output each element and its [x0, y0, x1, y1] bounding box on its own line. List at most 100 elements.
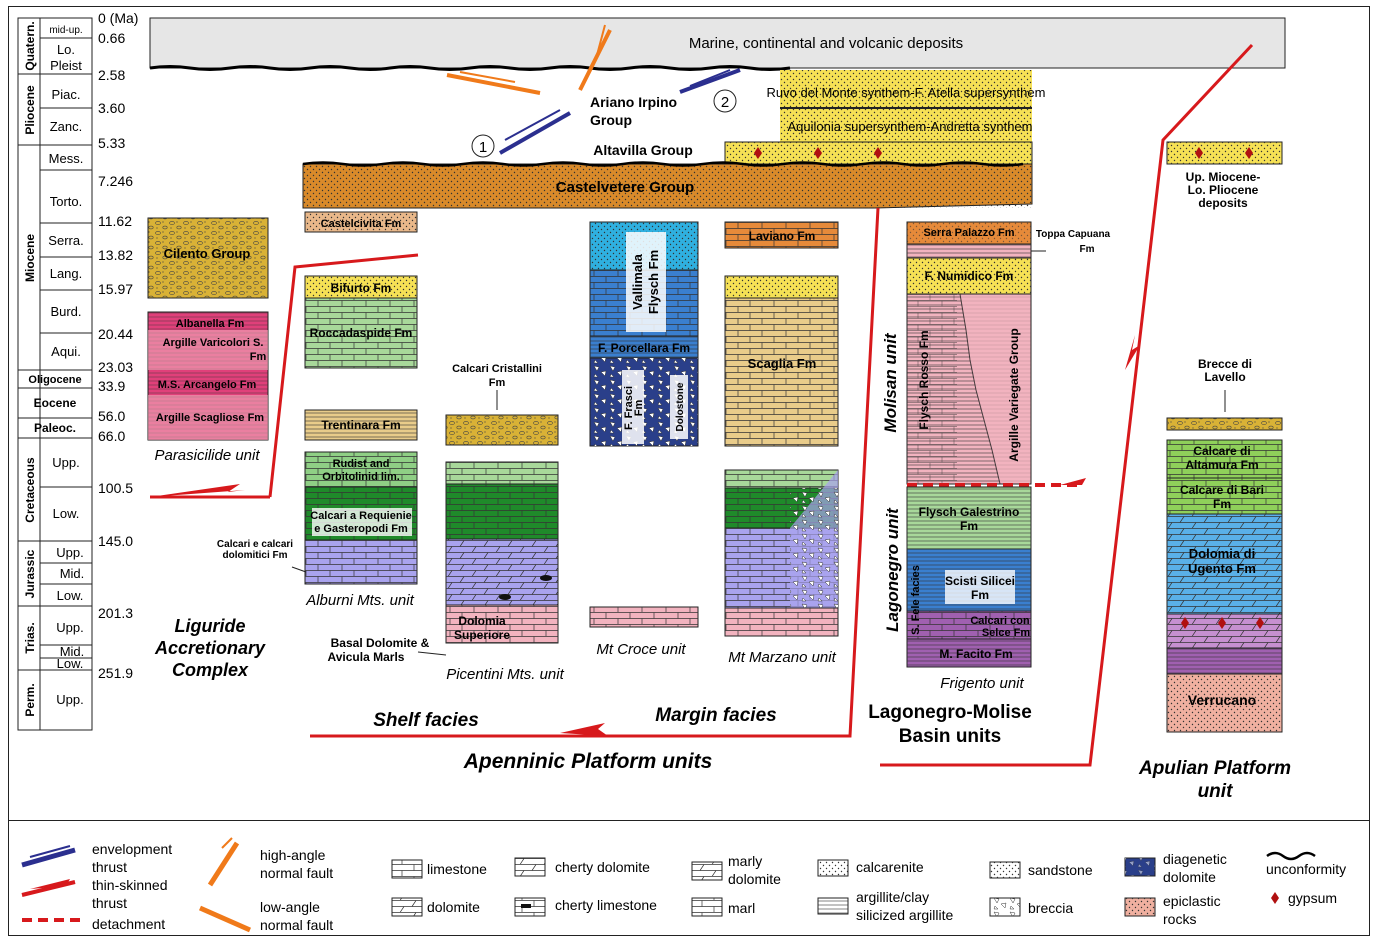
picentini-unit-label: Picentini Mts. unit — [446, 666, 564, 683]
stage-aqui: Aqui. — [51, 344, 81, 359]
up-miocene-label-3: deposits — [1198, 196, 1248, 210]
age-7246: 7.246 — [98, 173, 133, 189]
croce-column: Vallimala Flysch Fm F. Porcellara Fm F. … — [590, 222, 698, 658]
legend-swatch-breccia — [990, 898, 1020, 916]
altavilla-block: Altavilla Group — [593, 142, 1032, 164]
requienie-label-2: e Gasteropodi Fm — [314, 523, 408, 535]
legend-argillite-2: silicized argillite — [856, 907, 953, 923]
shelf-label: Shelf facies — [373, 710, 479, 731]
ms-arcangelo-label: M.S. Arcangelo Fm — [158, 379, 257, 391]
legend-unconformity-symbol — [1267, 853, 1315, 859]
stage-cret-low: Low. — [53, 506, 80, 521]
legend-swatch-dolomite — [392, 898, 422, 916]
legend-unconformity: unconformity — [1266, 861, 1346, 877]
marzano-unit-label: Mt Marzano unit — [728, 649, 836, 666]
calcari-selce-label-2: Selce Fm — [982, 627, 1031, 639]
legend-envelopment-1: envelopment — [92, 841, 172, 857]
age-066: 0.66 — [98, 30, 125, 46]
bari-label-1: Calcare di Bari — [1180, 483, 1264, 497]
legend-high-1: high-angle — [260, 847, 326, 863]
rudist-label-2: Orbitolinid lim. — [322, 471, 400, 483]
ugento-label-1: Dolomia di — [1189, 546, 1255, 561]
period-eocene: Eocene — [34, 396, 77, 410]
legend-cherty-dolomite: cherty dolomite — [555, 859, 650, 875]
dolomia-sup-label-1: Dolomia — [458, 614, 506, 628]
stage-burd: Burd. — [50, 304, 81, 319]
frasci-label-2: Fm — [633, 400, 645, 417]
legend-swatch-sandstone — [990, 862, 1020, 878]
liguride-label-3: Complex — [172, 660, 249, 680]
age-533: 5.33 — [98, 135, 125, 151]
parasicilide-label: Parasicilide unit — [154, 447, 260, 464]
period-perm: Perm. — [23, 683, 37, 716]
legend-diagenetic-1: diagenetic — [1163, 851, 1227, 867]
svg-text:1: 1 — [479, 139, 487, 156]
dolomia-sup-label-2: Superiore — [454, 628, 510, 642]
legend-argillite-1: argillite/clay — [856, 889, 929, 905]
calcari-selce-label-1: Calcari con — [970, 615, 1030, 627]
argille-var-label-1: Argille Varicolori S. — [163, 337, 264, 349]
legend: envelopment thrust thin-skinned thrust d… — [22, 838, 1346, 933]
requienie-label-1: Calcari a Requienie — [310, 510, 412, 522]
legend-detachment: detachment — [92, 916, 165, 932]
period-paleoc: Paleoc. — [34, 421, 76, 435]
toppa-label-2: Fm — [1080, 244, 1095, 255]
svg-text:2: 2 — [721, 94, 729, 111]
red-thrust-lines — [150, 45, 1252, 765]
cristallini-label-2: Fm — [489, 377, 506, 389]
dolomitici-label-1: Calcari e calcari — [217, 539, 293, 550]
cilento-label: Cilento Group — [164, 246, 251, 261]
legend-thin-1: thin-skinned — [92, 877, 168, 893]
liguride-label-1: Liguride — [175, 616, 246, 636]
basal-label-2: Avicula Marls — [328, 650, 405, 664]
galestrino-label-1: Flysch Galestrino — [919, 505, 1020, 519]
period-pliocene: Pliocene — [23, 85, 37, 135]
age-1162: 11.62 — [98, 213, 132, 229]
castelvetere-label: Castelvetere Group — [556, 179, 694, 196]
period-quatern: Quatern. — [23, 21, 37, 70]
age-2013: 201.3 — [98, 605, 133, 621]
galestrino-label-2: Fm — [960, 519, 978, 533]
aquilonia-label: Aquilonia supersynthem-Andretta synthem — [788, 119, 1033, 134]
age-2519: 251.9 — [98, 665, 133, 681]
age-258: 2.58 — [98, 67, 125, 83]
stage-mid-up: mid-up. — [49, 25, 82, 36]
age-339: 33.9 — [98, 378, 125, 394]
basin-label-1: Lagonegro-Molise — [868, 702, 1032, 723]
flysch-rosso-label: Flysch Rosso Fm — [917, 330, 931, 429]
age-0: 0 (Ma) — [98, 10, 138, 26]
period-trias: Trias. — [23, 622, 37, 653]
legend-marl: marl — [728, 900, 755, 916]
age-1597: 15.97 — [98, 281, 133, 297]
ariano-label-1: Ariano Irpino — [590, 94, 677, 110]
up-miocene-label-2: Lo. Pliocene — [1188, 183, 1259, 197]
legend-marly-2: dolomite — [728, 871, 781, 887]
period-miocene: Miocene — [23, 234, 37, 282]
legend-low-1: low-angle — [260, 899, 320, 915]
alburni-unit-label: Alburni Mts. unit — [305, 592, 414, 609]
stage-piac: Piac. — [52, 87, 81, 102]
liguride-column: Cilento Group Albanella Fm Argille Varic… — [148, 218, 268, 680]
fele-label: S. Fele facies — [910, 565, 922, 635]
age-1382: 13.82 — [98, 247, 133, 263]
altamura-label-1: Calcare di — [1193, 444, 1250, 458]
legend-epiclastic-2: rocks — [1163, 911, 1196, 927]
legend-calcarenite: calcarenite — [856, 859, 924, 875]
legend-thin-2: thrust — [92, 895, 127, 911]
stage-torto: Torto. — [50, 194, 83, 209]
lagonegro-unit-label: Lagonegro unit — [883, 507, 902, 632]
period-jurassic: Jurassic — [23, 549, 37, 598]
stage-tri-low: Low. — [57, 656, 84, 671]
age-360: 3.60 — [98, 100, 125, 116]
serra-palazzo-label: Serra Palazzo Fm — [923, 227, 1014, 239]
stage-jur-upp: Upp. — [56, 545, 83, 560]
brecce-label-2: Lavello — [1204, 370, 1245, 384]
age-2303: 23.03 — [98, 359, 133, 375]
legend-marly-1: marly — [728, 853, 762, 869]
legend-sandstone: sandstone — [1028, 862, 1093, 878]
trentinara-label: Trentinara Fm — [321, 418, 400, 432]
toppa-label-1: Toppa Capuana — [1036, 229, 1111, 240]
age-2044: 20.44 — [98, 326, 133, 342]
altamura-label-2: Altamura Fm — [1185, 458, 1258, 472]
stage-jur-mid: Mid. — [60, 566, 85, 581]
